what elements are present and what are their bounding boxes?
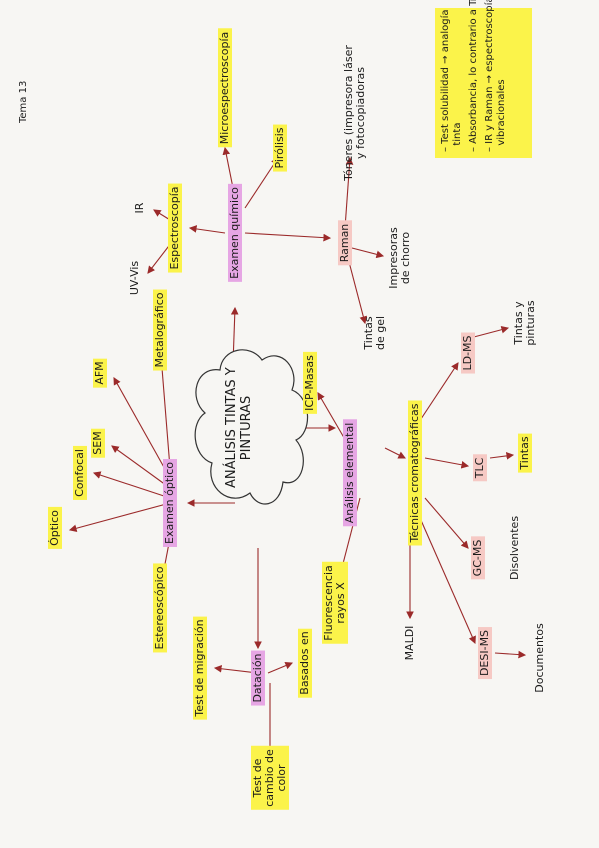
connector-arrow — [424, 497, 469, 549]
node-impresoras-chorro: Impresoras de chorro — [387, 227, 412, 289]
connector-arrow — [344, 156, 354, 229]
node-pirolisis: Pirólisis — [273, 124, 287, 172]
node-documentos: Documentos — [533, 623, 546, 693]
connector-arrow — [351, 247, 385, 259]
node-tintas-pinturas: Tintas y pinturas — [512, 300, 537, 346]
node-confocal: Confocal — [73, 446, 87, 500]
connector-arrow — [267, 661, 294, 674]
connector-arrow — [489, 452, 515, 460]
page-label: Tema 13 — [18, 80, 29, 123]
node-fluorescencia: Fluorescencia rayos X — [322, 562, 348, 644]
node-icp-masas: ICP-Masas — [303, 352, 317, 414]
node-tintas: Tintas — [518, 433, 532, 473]
node-desi-ms: DESI-MS — [478, 626, 492, 680]
connector-arrow — [384, 447, 406, 459]
node-tecnicas-cromatograficas: Técnicas cromatográficas — [408, 400, 422, 546]
connector-arrow — [414, 362, 459, 429]
node-examen-quimico: Examen químico — [228, 184, 242, 282]
node-disolventes: Disolventes — [508, 515, 521, 581]
node-ir: IR — [133, 202, 146, 214]
legend-note: – Test solubilidad → analogía tinta – Ab… — [435, 0, 532, 158]
connector-arrow — [494, 650, 527, 659]
connector-arrow — [68, 502, 171, 532]
connector-arrow — [188, 225, 226, 234]
legend-line-1: – Test solubilidad → analogía tinta — [440, 9, 463, 152]
node-optico: Óptico — [48, 507, 62, 549]
connector-arrow — [244, 232, 332, 242]
connector-arrow — [113, 377, 171, 479]
legend-line-2: – Absorbancia, lo contrario a Transmit. — [468, 0, 479, 152]
node-toners: Tóneres (impresora láser y fotocopiadora… — [342, 45, 367, 181]
node-datacion: Datación — [251, 650, 265, 706]
connector-arrow — [424, 457, 470, 469]
connector-arrow — [419, 517, 476, 645]
node-raman: Raman — [338, 220, 352, 266]
connector-arrow — [347, 257, 368, 325]
connector-arrow — [469, 325, 510, 339]
node-microespectroscopia: Microespectroscopía — [218, 28, 232, 148]
center-cloud — [194, 349, 309, 505]
node-espectroscopia: Espectroscopía — [168, 183, 182, 273]
node-test-cambio-color: Test de cambio de color — [251, 746, 289, 810]
node-analisis-elemental: Análisis elemental — [343, 419, 357, 527]
node-metalografico: Metalográfico — [153, 289, 167, 371]
node-test-migracion: Test de migración — [193, 616, 207, 720]
node-afm: AFM — [93, 358, 107, 388]
node-uv-vis: UV-Vis — [128, 260, 141, 296]
node-ld-ms: LD-MS — [461, 332, 475, 374]
node-tintas-gel: Tintas de gel — [362, 315, 387, 351]
connector-arrow — [213, 664, 259, 674]
legend-line-3: – IR y Raman → espectroscopías vibracion… — [484, 0, 507, 152]
node-examen-optico: Examen óptico — [163, 458, 177, 548]
node-tlc: TLC — [473, 454, 487, 482]
node-sem: SEM — [91, 428, 105, 458]
connector-arrow — [92, 471, 171, 499]
node-estereoscopico: Estereoscópico — [153, 563, 167, 653]
center-title: ANÁLISIS TINTAS Y PINTURAS — [224, 367, 254, 488]
node-maldi: MALDI — [403, 625, 416, 661]
connector-arrow — [111, 445, 171, 489]
connector-arrow — [244, 157, 279, 209]
node-gc-ms: GC-MS — [471, 536, 485, 580]
node-basados-en: Basados en — [298, 628, 312, 698]
